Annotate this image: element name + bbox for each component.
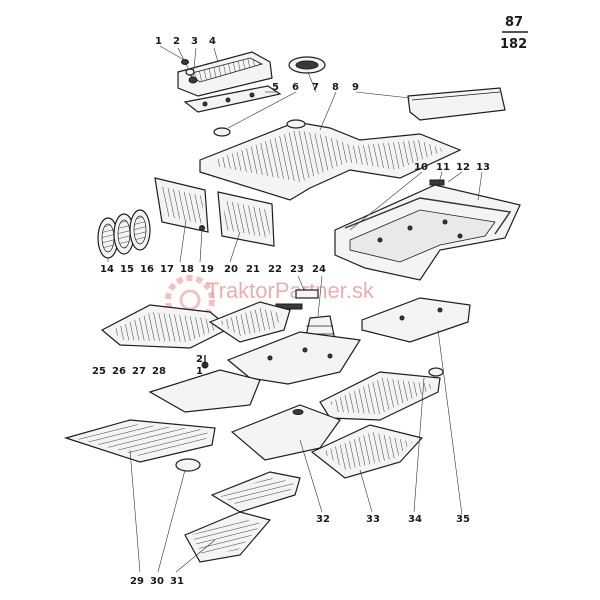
part-1-3-fasteners xyxy=(181,59,198,84)
watermark: TraktorPartner.sk xyxy=(165,275,375,325)
label-1-lower: 1 xyxy=(196,366,203,377)
label-1: 1 xyxy=(155,36,162,47)
label-35: 35 xyxy=(456,514,470,525)
label-17: 17 xyxy=(160,264,174,275)
label-26: 26 xyxy=(112,366,126,377)
part-lower-plate xyxy=(148,355,261,413)
label-23: 23 xyxy=(290,264,304,275)
label-14: 14 xyxy=(100,264,114,275)
label-10: 10 xyxy=(414,162,428,173)
label-19: 19 xyxy=(200,264,214,275)
label-4: 4 xyxy=(209,36,216,47)
part-10-13-floor-frame xyxy=(334,179,521,281)
part-34-right-mat xyxy=(319,367,444,421)
label-24: 24 xyxy=(312,264,326,275)
part-35-right-cover xyxy=(361,297,471,343)
part-5-plate xyxy=(183,85,282,113)
part-17-19-brackets xyxy=(154,177,275,247)
label-13: 13 xyxy=(476,162,490,173)
part-9-panel xyxy=(407,87,506,121)
label-15: 15 xyxy=(120,264,134,275)
part-7-boot xyxy=(288,56,326,74)
label-29: 29 xyxy=(130,576,144,587)
label-6: 6 xyxy=(292,82,299,93)
part-8-floor-mat xyxy=(199,119,462,201)
part-29-31-lower-mats xyxy=(63,419,301,563)
label-28: 28 xyxy=(152,366,166,377)
label-8: 8 xyxy=(332,82,339,93)
part-6-plug xyxy=(213,127,231,137)
label-34: 34 xyxy=(408,514,422,525)
label-2: 2 xyxy=(173,36,180,47)
label-3: 3 xyxy=(191,36,198,47)
label-30: 30 xyxy=(150,576,164,587)
leader-lines xyxy=(107,45,483,573)
label-31: 31 xyxy=(170,576,184,587)
label-7: 7 xyxy=(312,82,319,93)
part-number-labels: 1 2 3 4 5 6 7 8 9 10 11 12 13 14 15 16 1… xyxy=(92,36,490,587)
label-32: 32 xyxy=(316,514,330,525)
part-33-center-mat xyxy=(310,424,424,479)
label-11: 11 xyxy=(436,162,450,173)
label-5: 5 xyxy=(272,82,279,93)
label-22: 22 xyxy=(268,264,282,275)
page-number-top: 87 xyxy=(505,15,523,30)
label-25: 25 xyxy=(92,366,106,377)
label-2-lower: 2 xyxy=(196,354,203,365)
part-32-cover xyxy=(230,404,341,461)
label-33: 33 xyxy=(366,514,380,525)
label-16: 16 xyxy=(140,264,154,275)
label-27: 27 xyxy=(132,366,146,377)
page-number-bottom: 182 xyxy=(500,37,527,52)
part-25-28-side-mats xyxy=(100,301,291,349)
label-18: 18 xyxy=(180,264,194,275)
label-20: 20 xyxy=(224,264,238,275)
label-21: 21 xyxy=(246,264,260,275)
watermark-text: TraktorPartner.sk xyxy=(206,278,375,303)
label-9: 9 xyxy=(352,82,359,93)
label-12: 12 xyxy=(456,162,470,173)
part-14-16-gaskets xyxy=(97,209,151,259)
